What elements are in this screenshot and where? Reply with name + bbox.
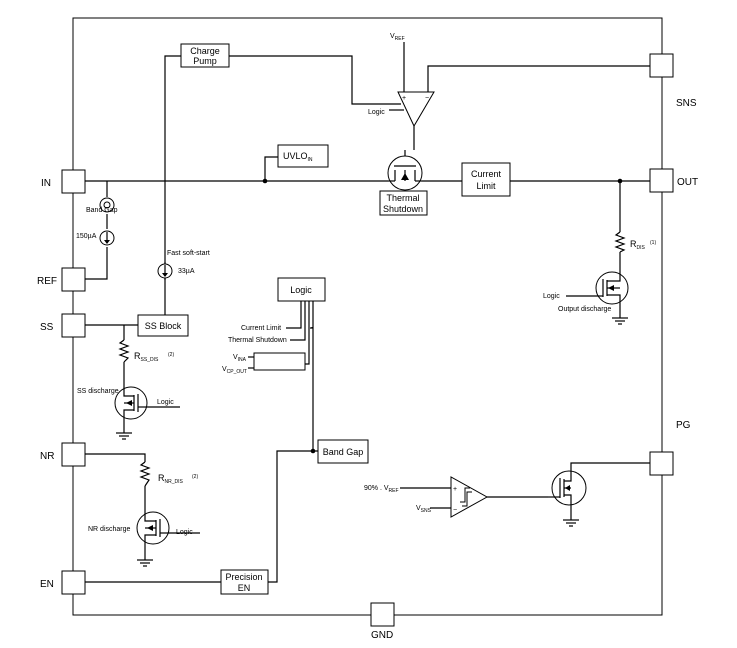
band-gap-block: Band Gap	[317, 439, 369, 464]
thermal-shutdown-block: Thermal Shutdown	[379, 190, 428, 216]
logic-in-current-limit-label: Current Limit	[241, 325, 281, 332]
junction-dot	[310, 448, 316, 454]
amp-logic-label: Logic	[368, 109, 385, 116]
wires	[85, 42, 650, 583]
rdis-label: RDIS	[630, 239, 646, 251]
out-logic-label: Logic	[543, 293, 560, 300]
ss-discharge-fet-icon	[114, 386, 148, 420]
junction-dot	[617, 178, 623, 184]
ground-icon	[137, 559, 153, 567]
pin-label: NR	[40, 451, 54, 462]
soft-start-current-source-icon	[157, 263, 173, 279]
pin-nr: NR	[40, 442, 86, 467]
ground-icon	[612, 317, 628, 325]
pin-label: SNS	[676, 98, 697, 109]
pg-ref-label: 90% . VREF	[364, 485, 399, 494]
logic-block: Logic	[277, 277, 326, 302]
svg-text:−: −	[425, 95, 429, 102]
pin-out: OUT	[649, 168, 698, 193]
pin-gnd: GND	[370, 602, 395, 641]
pin-en: EN	[40, 570, 86, 595]
rss-label: RSS_DIS	[134, 351, 159, 363]
charge-pump-block: Charge Pump	[180, 43, 230, 68]
rss-note: (2)	[168, 352, 174, 358]
svg-text:+: +	[453, 486, 457, 493]
output-discharge-fet-icon	[595, 271, 629, 305]
rnr-resistor-icon	[139, 461, 151, 487]
svg-text:Charge: Charge	[190, 46, 220, 56]
svg-text:−: −	[453, 507, 457, 514]
pass-fet-icon	[387, 150, 423, 191]
junction-dot	[262, 178, 268, 184]
pin-label: GND	[371, 630, 393, 641]
nr-discharge-fet-icon	[136, 511, 170, 545]
vcp-label: VCP_OUT	[222, 366, 247, 375]
pg-comparator: + −	[450, 476, 489, 518]
ss-block: SS Block	[137, 314, 189, 337]
vin-label: VINA	[233, 354, 247, 363]
ss-logic-label: Logic	[157, 399, 174, 406]
svg-text:SS Block: SS Block	[145, 321, 182, 331]
vin-vcp-input-block	[253, 352, 306, 371]
svg-text:Precision: Precision	[225, 572, 262, 582]
precision-en-block: Precision EN	[220, 569, 269, 595]
band-gap-current-source-icon	[99, 197, 115, 246]
svg-text:EN: EN	[238, 583, 251, 593]
pin-label: IN	[41, 178, 51, 189]
pin-label: REF	[37, 276, 57, 287]
output-discharge-label: Output discharge	[558, 306, 611, 313]
vref-label: VREF	[390, 33, 405, 42]
pin-pg: PG	[649, 420, 691, 476]
current-33-label: 33µA	[178, 268, 195, 275]
ground-icon	[116, 432, 132, 440]
svg-text:Shutdown: Shutdown	[383, 204, 423, 214]
ground-icon	[563, 519, 579, 527]
pin-ref: REF	[37, 267, 86, 292]
pin-label: OUT	[677, 177, 698, 188]
rnr-note: (2)	[192, 474, 198, 480]
rss-resistor-icon	[118, 339, 130, 363]
nr-logic-label: Logic	[176, 529, 193, 536]
svg-text:+: +	[402, 95, 406, 102]
svg-text:Thermal: Thermal	[386, 193, 419, 203]
pin-in: IN	[41, 169, 86, 194]
svg-text:Limit: Limit	[476, 181, 496, 191]
pin-label: SS	[40, 322, 54, 333]
error-amplifier: + −	[397, 91, 435, 128]
svg-text:Band Gap: Band Gap	[323, 447, 364, 457]
rdis-resistor-icon	[614, 231, 626, 253]
ss-discharge-label: SS discharge	[77, 388, 119, 395]
band-gap-small-label: Band Gap	[86, 207, 118, 214]
rdis-note: (1)	[650, 240, 656, 246]
current-limit-block: Current Limit	[461, 162, 511, 197]
nr-discharge-label: NR discharge	[88, 526, 131, 533]
uvlo-block: UVLOIN	[277, 144, 329, 168]
pin-sns: SNS	[649, 53, 697, 109]
vsns-label: VSNS	[416, 505, 432, 514]
current-150-label: 150µA	[76, 233, 97, 240]
svg-text:Pump: Pump	[193, 56, 217, 66]
logic-in-thermal-label: Thermal Shutdown	[228, 337, 287, 344]
svg-text:Logic: Logic	[290, 285, 312, 295]
pin-label: EN	[40, 579, 54, 590]
pg-fet-icon	[548, 470, 587, 506]
svg-text:Current: Current	[471, 169, 502, 179]
svg-text:UVLOIN: UVLOIN	[283, 151, 313, 163]
pin-label: PG	[676, 420, 691, 431]
rnr-label: RNR_DIS	[158, 473, 184, 485]
fast-soft-start-label: Fast soft-start	[167, 250, 210, 257]
pin-ss: SS	[40, 313, 86, 338]
